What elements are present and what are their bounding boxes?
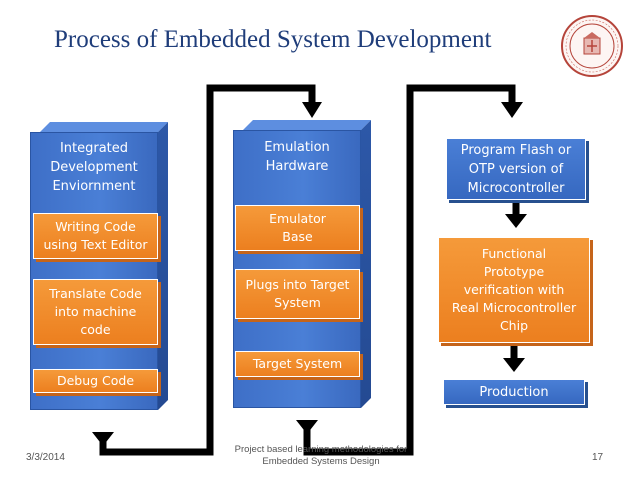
step-functional-prototype-line: Real Microcontroller xyxy=(451,300,577,315)
column-emulation-header-line: Hardware xyxy=(265,159,329,174)
column-emulation-side xyxy=(361,120,371,408)
step-target-system: Target System xyxy=(235,351,360,377)
step-program-flash-line: Program Flash or xyxy=(460,142,572,158)
column-ide-side xyxy=(158,122,168,410)
step-production-line: Production xyxy=(479,384,549,400)
step-plugs-into-target-line: System xyxy=(274,295,321,310)
arrowhead-col3-mid2 xyxy=(503,358,525,372)
step-production: Production xyxy=(443,379,585,405)
footer-course-title-line: Project based learning methodologies for xyxy=(234,444,408,455)
column-ide-header: Integrated Development Enviornment xyxy=(30,139,158,196)
column-ide-top xyxy=(40,122,168,132)
footer-course-title-line: Embedded Systems Design xyxy=(262,456,380,467)
column-ide-header-line: Integrated xyxy=(59,141,129,156)
step-functional-prototype: Functional Prototype verification with R… xyxy=(438,237,590,343)
step-writing-code-line: Writing Code xyxy=(55,219,136,234)
arrowhead-col2-top xyxy=(302,102,322,118)
step-program-flash-line: Microcontroller xyxy=(467,180,565,196)
arrowhead-col1-bottom xyxy=(92,432,114,446)
step-translate-code-line: into machine xyxy=(54,304,137,319)
connector-col1-to-col2 xyxy=(99,84,316,456)
column-emulation-header-line: Emulation xyxy=(264,140,330,155)
step-program-flash: Program Flash or OTP version of Microcon… xyxy=(446,138,586,200)
footer-course-title: Project based learning methodologies for… xyxy=(226,444,416,468)
step-functional-prototype-line: verification with xyxy=(463,282,565,297)
step-functional-prototype-line: Prototype xyxy=(483,264,545,279)
step-writing-code-line: using Text Editor xyxy=(43,237,148,252)
step-translate-code-line: Translate Code xyxy=(49,286,142,301)
arrowhead-col3-mid1 xyxy=(505,214,527,228)
column-emulation-top xyxy=(243,120,371,130)
step-emulator-base-line: Emulator xyxy=(269,211,326,226)
footer-date: 3/3/2014 xyxy=(26,452,65,463)
step-writing-code: Writing Code using Text Editor xyxy=(33,213,158,259)
connector-col2-to-col3 xyxy=(303,84,516,456)
step-plugs-into-target-line: Plugs into Target xyxy=(245,277,350,292)
column-ide-header-line: Enviornment xyxy=(52,179,136,194)
step-emulator-base: Emulator Base xyxy=(235,205,360,251)
institution-seal-logo xyxy=(561,15,623,77)
slide-title: Process of Embedded System Development xyxy=(54,26,492,53)
step-functional-prototype-line: Functional xyxy=(481,246,547,261)
column-ide-header-line: Development xyxy=(50,160,138,175)
step-target-system-line: Target System xyxy=(252,356,343,371)
step-translate-code: Translate Code into machine code xyxy=(33,279,158,345)
step-debug-code: Debug Code xyxy=(33,369,158,393)
step-translate-code-line: code xyxy=(80,322,111,337)
step-program-flash-line: OTP version of xyxy=(468,161,564,177)
arrowhead-col2-bottom xyxy=(296,420,318,434)
arrowhead-col3-top xyxy=(501,102,523,118)
column-emulation-header: Emulation Hardware xyxy=(233,138,361,176)
step-emulator-base-line: Base xyxy=(282,229,313,244)
step-functional-prototype-line: Chip xyxy=(499,318,529,333)
step-debug-code-line: Debug Code xyxy=(56,373,135,388)
step-plugs-into-target: Plugs into Target System xyxy=(235,269,360,319)
column-ide-front xyxy=(30,132,158,410)
footer-page-number: 17 xyxy=(592,452,604,463)
